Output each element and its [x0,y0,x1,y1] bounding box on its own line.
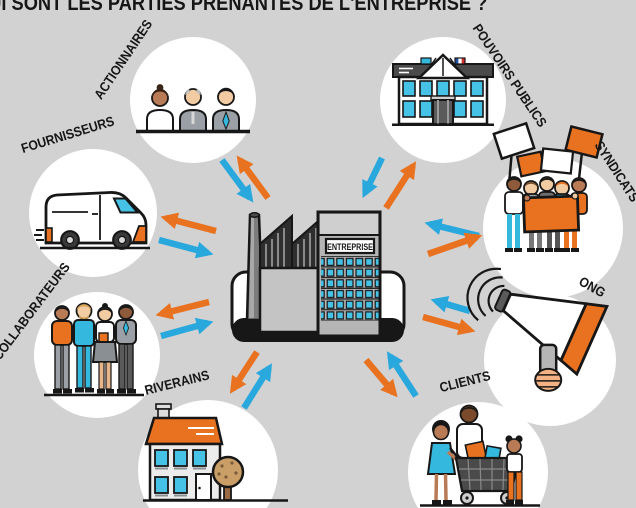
family-shopping-cart-icon [420,404,540,507]
arrow-pair-clients [363,351,419,398]
flag-icons [420,57,466,69]
enterprise-sign-label: ENTREPRISE [327,242,373,252]
arrow-out-icon [229,350,260,394]
arrow-in-icon [160,317,214,340]
page-title-text: QUI SONT LES PARTIES PRENANTES DE L'ENTR… [0,0,487,15]
arrow-out-icon [426,232,483,258]
arrow-pair-actionnaires [219,155,271,203]
arrow-in-icon [219,158,254,203]
arrow-pair-collaborateurs [155,298,214,340]
factory-icon: ENTREPRISE [230,210,406,342]
arrow-out-icon [236,155,271,200]
arrow-pair-ong [422,296,476,336]
arrow-pair-fournisseurs [158,212,217,259]
arrow-out-icon [383,161,417,210]
page-title: QUI SONT LES PARTIES PRENANTES DE L'ENTR… [0,0,487,15]
arrow-out-icon [363,357,398,398]
arrow-out-icon [422,313,476,336]
arrow-in-icon [386,351,419,398]
megaphone-icon [466,267,609,392]
arrow-in-icon [362,156,385,199]
arrow-pair-syndicats [424,218,483,258]
enterprise-sign [324,237,376,255]
tower-windows [321,256,379,321]
arrow-in-icon [241,363,272,410]
arrow-out-icon [160,212,217,235]
boardroom-people-icon [136,84,250,134]
arrow-pair-pouvoirs-publics [362,156,417,210]
government-building-icon [392,53,494,127]
arrow-in-icon [158,236,214,259]
protest-crowd-icon [492,121,604,252]
house-icon [143,403,288,502]
employees-group-icon [44,302,144,397]
arrow-in-icon [430,296,471,315]
delivery-van-icon [34,191,150,250]
arrow-pair-riverains [229,350,272,410]
arrow-out-icon [155,298,210,320]
